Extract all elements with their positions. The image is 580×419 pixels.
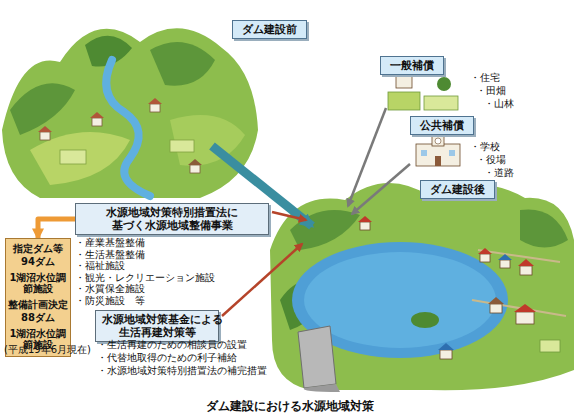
note-text: ・代替地取得のための利子補給 (97, 352, 237, 363)
note-text: ・住宅 (470, 72, 500, 83)
box-text: 指定ダム等 (8, 243, 68, 254)
measure-arrow (272, 212, 306, 220)
note-text: (平成19年6月現在) (4, 344, 91, 355)
note-text: ・生活再建のための相談員の設置 (97, 339, 247, 350)
note-text: ・防災施設 等 (75, 295, 145, 306)
before-landscape (2, 28, 258, 198)
note-text: ・水源地域対策特別措置法の補完措置 (97, 365, 267, 376)
box-text: 公共補償 (420, 119, 464, 132)
note-text: ・田畑 (476, 85, 506, 96)
box-text: 94ダム (8, 256, 68, 267)
compensation-box: 一般補償 (380, 56, 444, 75)
count-box: 指定ダム等94ダム1湖沼水位調節施設整備計画決定88ダム1湖沼水位調節施設 (5, 238, 71, 357)
after-landscape (270, 183, 574, 392)
note-text: ・学校 (470, 141, 500, 152)
note-text: ・生活基盤整備 (75, 249, 145, 260)
program-box: 水源地域対策基金による 生活再建対策等 (95, 310, 219, 342)
note-text: ・役場 (476, 154, 506, 165)
box-text: 水源地域対策特別措置法に 基づく水源地域整備事業 (82, 206, 262, 232)
box-text: 整備計画決定 (8, 299, 68, 310)
compensation-arrow (348, 108, 386, 206)
stage-label: ダム建設後 (420, 180, 495, 199)
box-text: ダム建設前 (242, 23, 297, 36)
note-text: ・観光・レクリエーション施設 (75, 272, 215, 283)
public-compensation-icon (416, 136, 460, 166)
box-text: 1湖沼水位調節施設 (8, 272, 68, 294)
note-text: ・産業基盤整備 (75, 237, 145, 248)
note-text: ・山林 (484, 98, 514, 109)
flow-arrow (38, 219, 75, 238)
note-text: ・福祉施設 (75, 260, 125, 271)
note-text: ・水質保全施設 (75, 283, 145, 294)
box-text: 88ダム (8, 312, 68, 323)
box-text: ダム建設後 (430, 183, 485, 196)
measure-arrow (222, 244, 302, 316)
note-text: ・道路 (484, 167, 514, 178)
compensation-box: 公共補償 (410, 116, 474, 135)
program-box: 水源地域対策特別措置法に 基づく水源地域整備事業 (75, 203, 269, 235)
box-text: 水源地域対策基金による 生活再建対策等 (102, 313, 212, 339)
stage-label: ダム建設前 (232, 20, 307, 39)
figure-caption: ダム建設における水源地域対策 (0, 398, 580, 415)
box-text: 一般補償 (390, 59, 434, 72)
compensation-arrow (352, 164, 410, 214)
